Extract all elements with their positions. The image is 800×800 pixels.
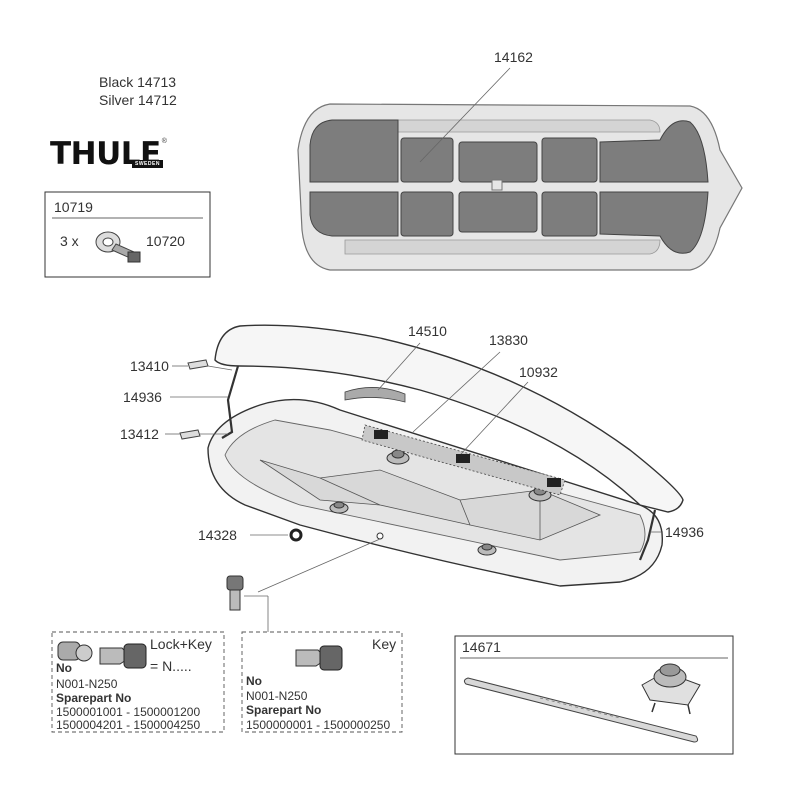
variant-silver-label: Silver 14712 [99, 92, 177, 108]
key-frame [241, 631, 403, 733]
pad-bottom-icon [179, 429, 201, 440]
key-no-value: N001-N250 [246, 689, 308, 703]
strap-box-title: 10719 [54, 199, 93, 215]
rail-kit-frame [454, 635, 734, 755]
roof-box-drawing [207, 324, 684, 587]
strap-box-frame [44, 191, 211, 278]
rail-bar-icon [463, 677, 699, 743]
lock-key-no-label: No [56, 661, 72, 675]
key-icon [295, 645, 343, 671]
strap-quantity: 3 x [60, 233, 79, 249]
pad-bottom-part-number: 13412 [120, 426, 159, 442]
pad-top-part-number: 13410 [130, 358, 169, 374]
ring-part-number: 14328 [198, 527, 237, 543]
key-icon [99, 643, 147, 669]
liner-part-number: 14162 [494, 49, 533, 65]
lock-key-equals: = N..... [150, 658, 192, 674]
pad-top-icon [187, 359, 209, 370]
lock-key-spare-range-1: 1500001001 - 1500001200 [56, 705, 201, 719]
lock-key-spare-range-2: 1500004201 - 1500004250 [56, 718, 201, 732]
key-no-label: No [246, 674, 262, 688]
knob-icon [329, 501, 349, 514]
strut-right-part-number: 14936 [665, 524, 704, 540]
rail-part-number: 13830 [489, 332, 528, 348]
liner-mat-drawing [297, 67, 743, 271]
strut-part-number: 14936 [123, 389, 162, 405]
lock-cylinder-icon [226, 575, 244, 611]
key-title: Key [372, 636, 397, 652]
strap-part-number: 10720 [146, 233, 185, 249]
lock-key-spare-label: Sparepart No [56, 691, 132, 705]
knob-icon [477, 543, 497, 556]
mount-part-number: 10932 [519, 364, 558, 380]
lock-icon [57, 641, 93, 662]
leader-lines [165, 342, 663, 632]
lock-key-frame [51, 631, 225, 733]
rail-kit-part-number: 14671 [462, 639, 501, 655]
lid-part-number: 14510 [408, 323, 447, 339]
lock-key-title: Lock+Key [150, 636, 212, 652]
key-spare-range: 1500000001 - 1500000250 [246, 718, 391, 732]
strap-icon [95, 231, 141, 263]
lock-key-no-value: N001-N250 [56, 677, 118, 691]
ring-icon [289, 528, 303, 542]
mount-knob-icon [641, 663, 701, 715]
variant-black-label: Black 14713 [99, 74, 177, 90]
thule-logo: THULE ® SWEDEN [50, 136, 167, 172]
key-spare-label: Sparepart No [246, 703, 322, 717]
